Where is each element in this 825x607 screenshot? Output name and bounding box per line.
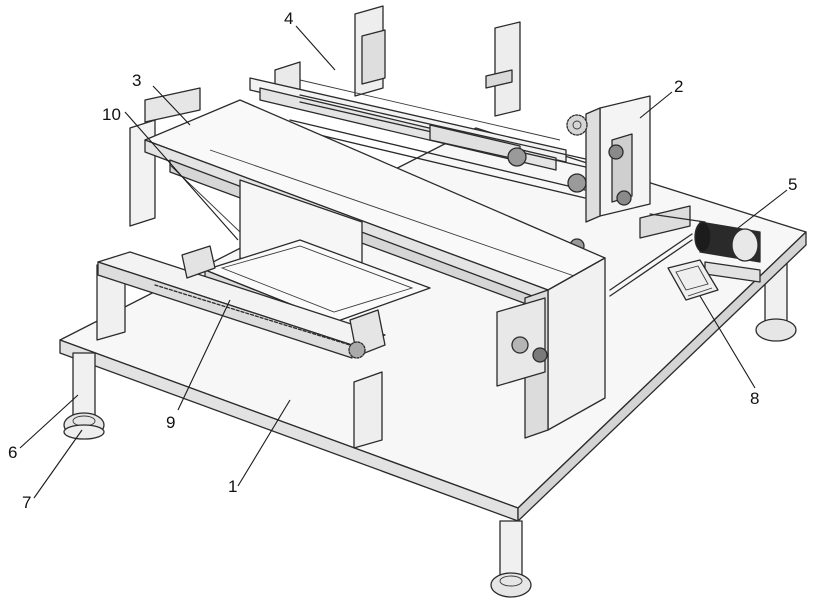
leader-lines (19, 25, 788, 499)
foot-pad (63, 424, 105, 440)
callout-9: 9 (166, 413, 175, 432)
front-right-leg (490, 520, 532, 598)
base-plate (59, 127, 807, 522)
belt-drive-assembly (289, 94, 591, 254)
callout-labels: 1 2 3 4 5 6 7 8 9 10 (8, 9, 797, 512)
callout-2: 2 (674, 77, 683, 96)
callout-10: 10 (102, 105, 121, 124)
right-end-plate (566, 95, 651, 223)
callout-3: 3 (132, 71, 141, 90)
control-panel (667, 259, 719, 301)
callout-1: 1 (228, 477, 237, 496)
front-right-column (496, 257, 606, 439)
callout-5: 5 (788, 175, 797, 194)
callout-4: 4 (284, 9, 293, 28)
callout-6: 6 (8, 443, 17, 462)
drive-motor (609, 205, 761, 297)
callout-7: 7 (22, 493, 31, 512)
callout-8: 8 (750, 389, 759, 408)
front-rack-rail (97, 245, 386, 359)
